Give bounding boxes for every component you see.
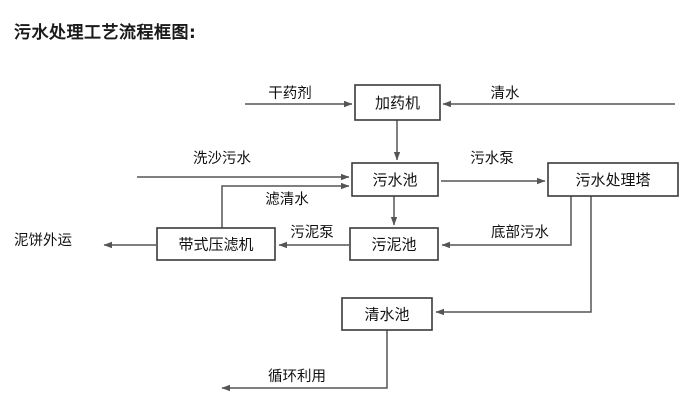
flow-edge-dry-reagent-to-dosing: 干药剂 [245, 85, 353, 108]
flow-edge-tower-to-clear-water-pool [435, 196, 592, 316]
node-box[interactable] [354, 84, 441, 121]
flow-node-belt-filter[interactable]: 带式压滤机 [156, 227, 276, 261]
edge-path [221, 182, 350, 228]
terminals-layer: 泥饼外运 [14, 232, 72, 249]
edge-label: 底部污水 [491, 224, 549, 241]
edge-path [221, 330, 388, 392]
flow-edge-sludge-pump-to-belt-filter: 污泥泵 [278, 224, 349, 249]
edge-label: 循环利用 [268, 368, 326, 385]
flow-edge-filtrate-to-sewage-pool: 滤清水 [221, 182, 350, 228]
edge-path [441, 196, 572, 249]
edge-label: 滤清水 [265, 191, 309, 208]
edge-label: 污泥泵 [290, 224, 334, 241]
flow-edge-bottom-sewage-to-sludge-pool: 底部污水 [441, 196, 572, 249]
node-label: 清水池 [364, 306, 409, 324]
node-box[interactable] [351, 162, 439, 197]
node-label: 带式压滤机 [178, 236, 253, 254]
edge-label: 洗沙污水 [193, 150, 251, 167]
flow-node-treatment-tower[interactable]: 污水处理塔 [547, 162, 679, 197]
terminal-label-mud-cake-out: 泥饼外运 [14, 232, 72, 249]
flow-node-sewage-pool[interactable]: 污水池 [351, 162, 439, 197]
node-box[interactable] [547, 162, 679, 197]
flow-edge-clean-water-to-dosing: 清水 [442, 85, 675, 108]
flow-edge-sand-wash-to-sewage-pool: 洗沙污水 [137, 150, 350, 181]
edge-label: 污水泵 [470, 150, 514, 167]
node-box[interactable] [349, 227, 439, 261]
flow-node-clear-water-pool[interactable]: 清水池 [341, 297, 433, 331]
page-title: 污水处理工艺流程框图: [14, 23, 197, 43]
node-label: 污泥池 [371, 236, 416, 254]
node-label: 污水池 [372, 171, 417, 189]
flow-node-dosing-machine[interactable]: 加药机 [354, 84, 441, 121]
node-box[interactable] [341, 297, 433, 331]
node-box[interactable] [156, 227, 276, 261]
flow-edge-sewage-pump-to-tower: 污水泵 [441, 150, 546, 185]
edge-path [435, 196, 592, 316]
edge-label: 干药剂 [268, 85, 312, 102]
flow-node-sludge-pool[interactable]: 污泥池 [349, 227, 439, 261]
node-label: 污水处理塔 [575, 171, 650, 189]
edge-label: 清水 [491, 85, 520, 102]
node-label: 加药机 [375, 94, 420, 112]
flow-edge-clear-water-recycle: 循环利用 [221, 330, 388, 392]
